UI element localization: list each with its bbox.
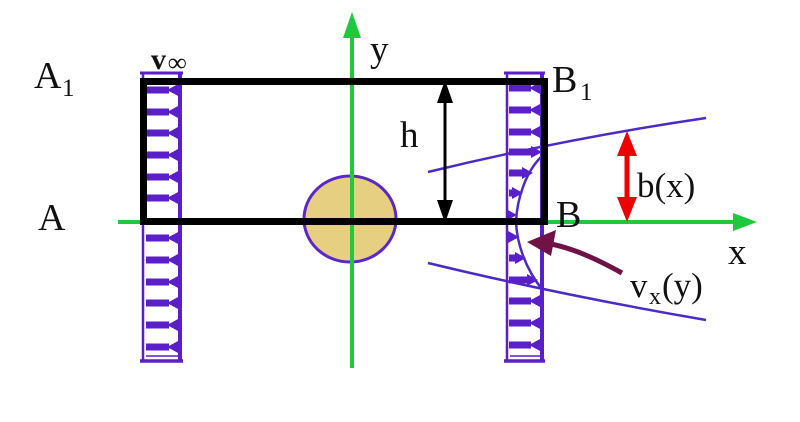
label-corner-a: A bbox=[38, 197, 66, 239]
pointer-shaft bbox=[550, 241, 624, 276]
wake-boundary-lower-curve bbox=[427, 261, 707, 322]
pointer-arrowhead-icon bbox=[527, 230, 556, 256]
label-corner-a1-subscript: 1 bbox=[62, 75, 75, 102]
control-volume-rectangle bbox=[140, 78, 548, 225]
label-wake-velocity-x-subscript: x bbox=[649, 284, 661, 310]
label-freestream-v: v bbox=[151, 43, 166, 76]
wake-width-down-arrowhead-icon bbox=[617, 197, 637, 222]
inlet-velocity-profile bbox=[140, 71, 183, 363]
wake-width-up-arrowhead-icon bbox=[617, 131, 637, 156]
label-freestream-infinity: ∞ bbox=[168, 48, 187, 77]
height-dimension-arrow bbox=[437, 80, 453, 223]
label-wake-velocity-v: v bbox=[630, 266, 648, 305]
wake-boundary-upper-curve bbox=[427, 116, 707, 174]
height-dimension-up-arrowhead-icon bbox=[437, 80, 453, 103]
wake-profile-pointer-arrow bbox=[527, 230, 624, 276]
label-wake-velocity-arg: (y) bbox=[662, 266, 703, 305]
label-wake-width-bx: b(x) bbox=[637, 166, 695, 205]
height-dimension-down-arrowhead-icon bbox=[437, 200, 453, 223]
y-axis-arrowhead-icon bbox=[343, 12, 361, 38]
label-x-axis: x bbox=[728, 232, 747, 273]
label-corner-b: B bbox=[556, 194, 581, 236]
label-height-h: h bbox=[400, 115, 419, 156]
label-corner-a1: A bbox=[34, 55, 62, 97]
wake-width-dimension-arrow bbox=[617, 131, 637, 222]
labels: A 1 A B 1 B y x h v ∞ b(x) v x (y) bbox=[34, 29, 747, 310]
x-axis-arrowhead-icon bbox=[733, 213, 757, 231]
label-corner-b1: B bbox=[552, 59, 577, 101]
label-y-axis: y bbox=[370, 29, 389, 70]
label-corner-b1-subscript: 1 bbox=[580, 79, 593, 106]
outlet-velocity-profile bbox=[504, 71, 545, 363]
y-axis bbox=[343, 12, 361, 368]
